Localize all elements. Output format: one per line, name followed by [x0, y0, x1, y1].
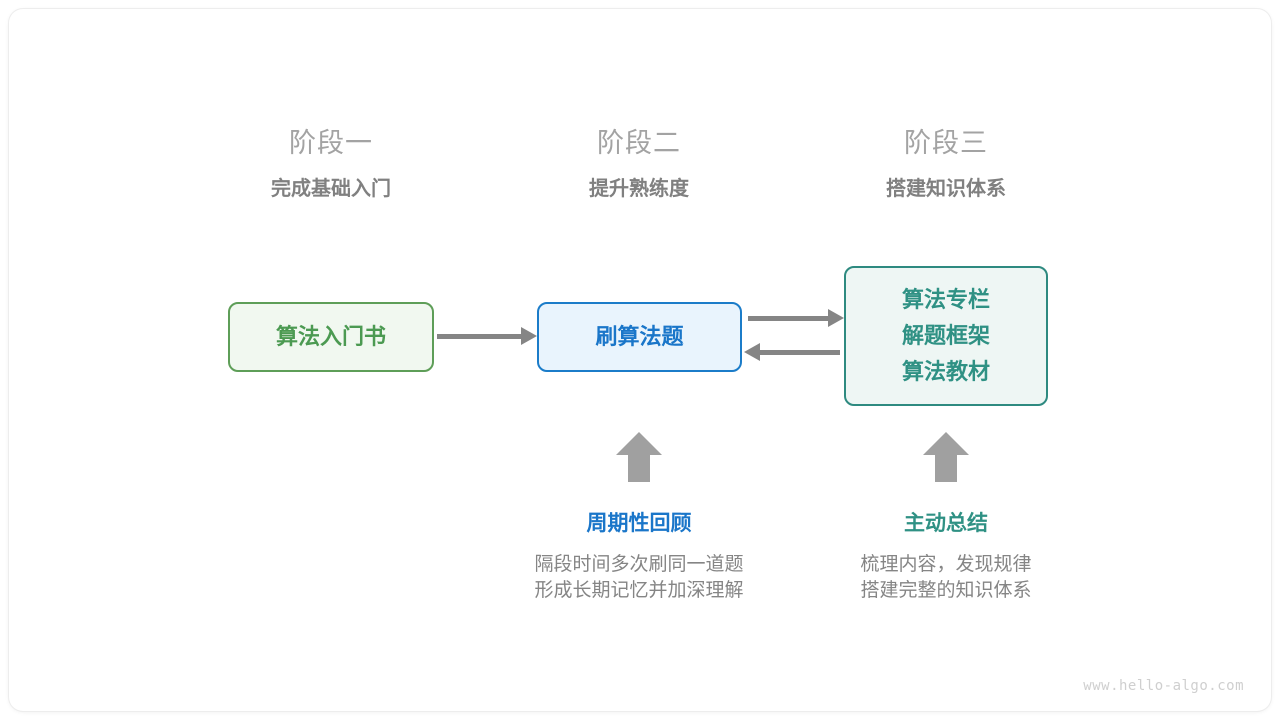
- annotation-review-desc-line-1: 隔段时间多次刷同一道题: [534, 554, 744, 575]
- arrow-left-icon-resources-to-practice: [744, 343, 840, 361]
- annotation-active-summary: 主动总结 梳理内容，发现规律 搭建完整的知识体系: [796, 510, 1096, 604]
- stage-column-2: 阶段二 提升熟练度: [509, 126, 769, 204]
- arrow-right-icon-practice-to-resources: [748, 309, 844, 327]
- node-algorithm-intro-book[interactable]: 算法入门书: [228, 302, 434, 372]
- stage-3-subtitle: 搭建知识体系: [886, 178, 1006, 200]
- arrowhead-right-icon: [828, 309, 844, 327]
- node-resources-line-3: 算法教材: [901, 359, 990, 384]
- arrow-up-icon-review: [616, 432, 662, 482]
- watermark-url: www.hello-algo.com: [1083, 678, 1244, 694]
- node-practice-problems[interactable]: 刷算法题: [537, 302, 742, 372]
- arrowhead-left-icon: [744, 343, 760, 361]
- annotation-review-desc-line-2: 形成长期记忆并加深理解: [534, 580, 744, 601]
- arrowhead-right-icon: [521, 327, 537, 345]
- annotation-summary-title: 主动总结: [904, 512, 988, 535]
- stage-column-3: 阶段三 搭建知识体系: [816, 126, 1076, 204]
- stage-1-subtitle: 完成基础入门: [271, 178, 391, 200]
- annotation-summary-desc-line-2: 搭建完整的知识体系: [860, 580, 1032, 601]
- arrow-right-icon-book-to-practice: [437, 327, 537, 345]
- node-learning-resources[interactable]: 算法专栏 解题框架 算法教材: [844, 266, 1048, 406]
- stage-3-title: 阶段三: [904, 128, 988, 158]
- node-practice-label: 刷算法题: [595, 324, 684, 349]
- node-resources-line-1: 算法专栏: [901, 287, 990, 312]
- node-resources-line-2: 解题框架: [901, 323, 990, 348]
- stage-2-title: 阶段二: [597, 128, 681, 158]
- stage-1-title: 阶段一: [289, 128, 373, 158]
- arrow-up-icon-summary: [923, 432, 969, 482]
- annotation-periodic-review: 周期性回顾 隔段时间多次刷同一道题 形成长期记忆并加深理解: [489, 510, 789, 604]
- stage-column-1: 阶段一 完成基础入门: [201, 126, 461, 204]
- stage-2-subtitle: 提升熟练度: [589, 178, 689, 200]
- annotation-summary-desc-line-1: 梳理内容，发现规律: [860, 554, 1032, 575]
- annotation-review-title: 周期性回顾: [586, 512, 692, 535]
- node-book-label: 算法入门书: [275, 324, 386, 349]
